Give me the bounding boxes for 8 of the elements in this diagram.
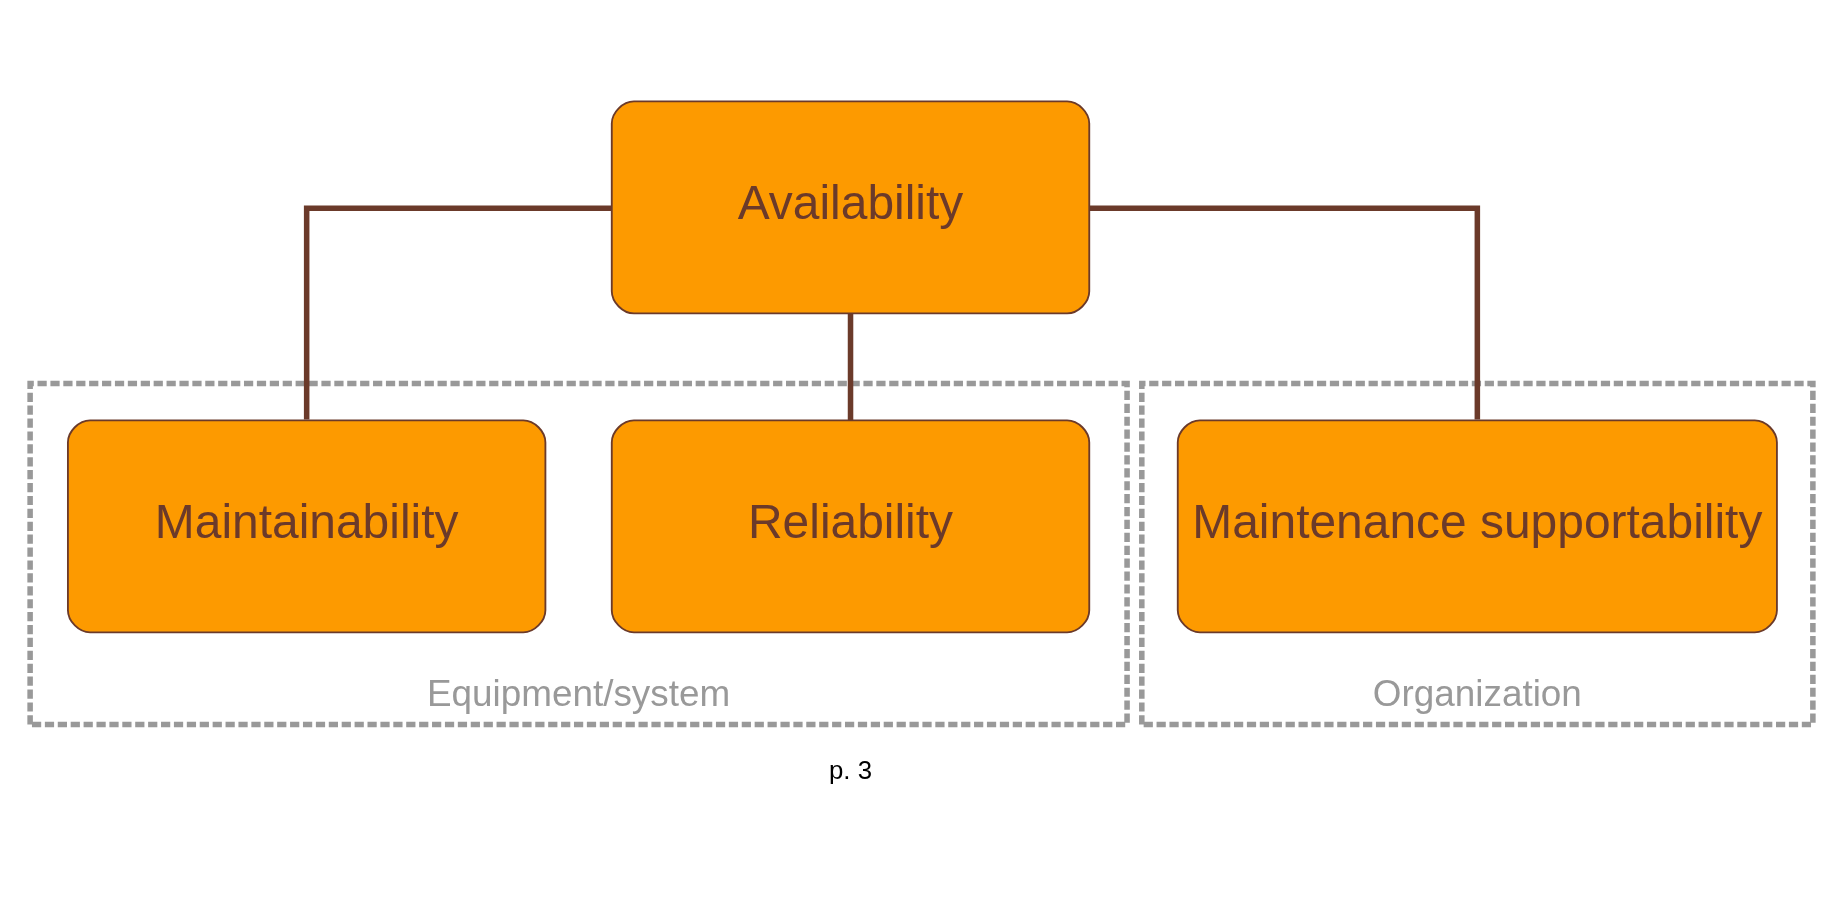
node-box: Availability bbox=[610, 99, 1091, 314]
node-box: Maintainability bbox=[67, 418, 547, 633]
node-box: Maintenance supportability bbox=[1176, 418, 1778, 633]
connector bbox=[847, 313, 854, 420]
connector bbox=[1089, 205, 1481, 420]
connector bbox=[303, 205, 612, 420]
node-box: Reliability bbox=[610, 418, 1091, 633]
label: p. 3 bbox=[829, 755, 873, 784]
